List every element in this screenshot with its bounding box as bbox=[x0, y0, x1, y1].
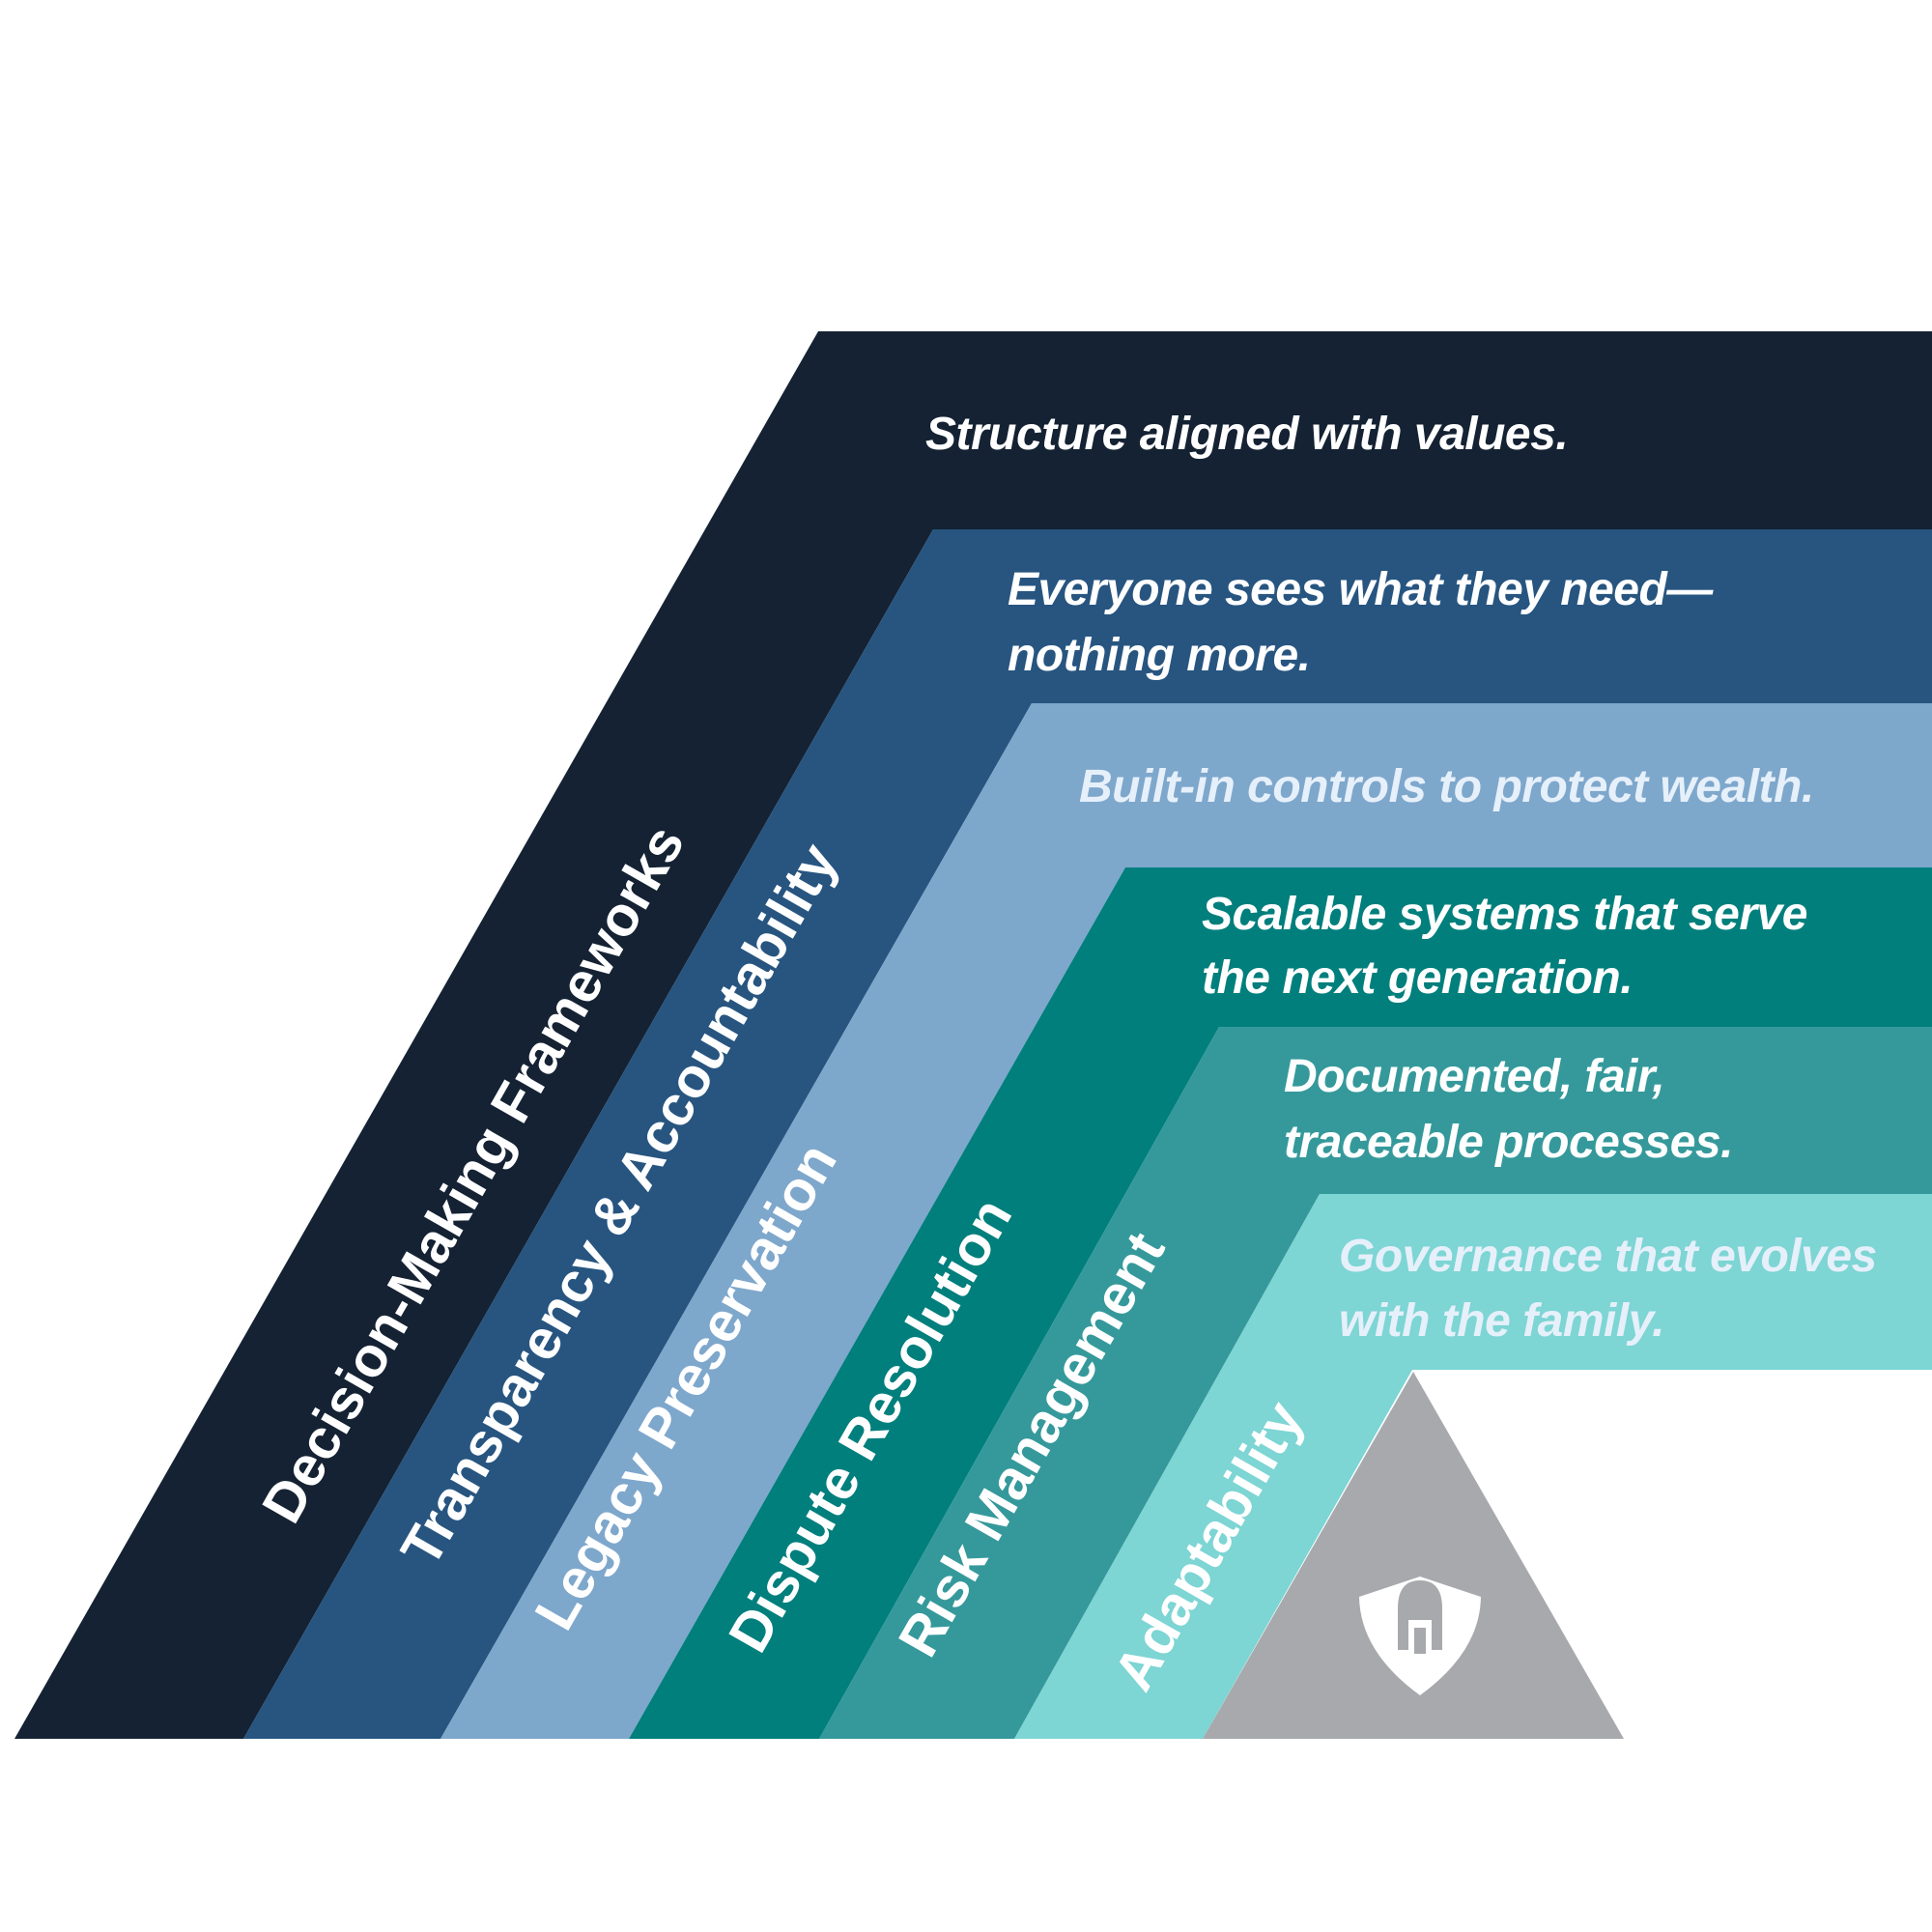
band-adaptability: Governance that evolves with the family.… bbox=[1014, 1194, 1932, 1739]
apex-triangle-group bbox=[1203, 1372, 1624, 1739]
band-3-shape bbox=[440, 703, 1932, 1739]
band-1-descriptor: Structure aligned with values. bbox=[925, 409, 1568, 460]
band-6-descriptor-line-2: with the family. bbox=[1339, 1295, 1664, 1347]
band-5-descriptor-line-2: traceable processes. bbox=[1284, 1117, 1733, 1168]
band-4-descriptor-line-2: the next generation. bbox=[1202, 952, 1633, 1004]
apex-triangle bbox=[1203, 1372, 1624, 1739]
band-5-descriptor: Documented, fair, traceable processes. bbox=[1284, 1051, 1733, 1168]
band-2-descriptor-line-1: Everyone sees what they need— bbox=[1008, 564, 1714, 615]
band-5-shape bbox=[819, 1027, 1932, 1739]
band-1-descriptor-line-1: Structure aligned with values. bbox=[925, 409, 1568, 460]
band-4-descriptor: Scalable systems that serve the next gen… bbox=[1202, 889, 1820, 1004]
band-2-shape bbox=[243, 529, 1932, 1739]
band-3-descriptor: Built-in controls to protect wealth. bbox=[1079, 761, 1814, 812]
band-1-shape bbox=[14, 331, 1932, 1739]
band-3-descriptor-line-1: Built-in controls to protect wealth. bbox=[1079, 761, 1814, 812]
band-2-descriptor: Everyone sees what they need— nothing mo… bbox=[1008, 564, 1725, 681]
band-6-descriptor-line-1: Governance that evolves bbox=[1339, 1231, 1877, 1282]
band-2-descriptor-line-2: nothing more. bbox=[1008, 630, 1310, 681]
band-6-shape bbox=[1014, 1194, 1932, 1739]
shield-helmet-icon bbox=[1359, 1577, 1481, 1695]
band-4-descriptor-line-1: Scalable systems that serve bbox=[1202, 889, 1807, 940]
band-4-shape bbox=[629, 867, 1932, 1739]
band-5-descriptor-line-1: Documented, fair, bbox=[1284, 1051, 1664, 1102]
band-6-descriptor: Governance that evolves with the family. bbox=[1339, 1231, 1889, 1347]
